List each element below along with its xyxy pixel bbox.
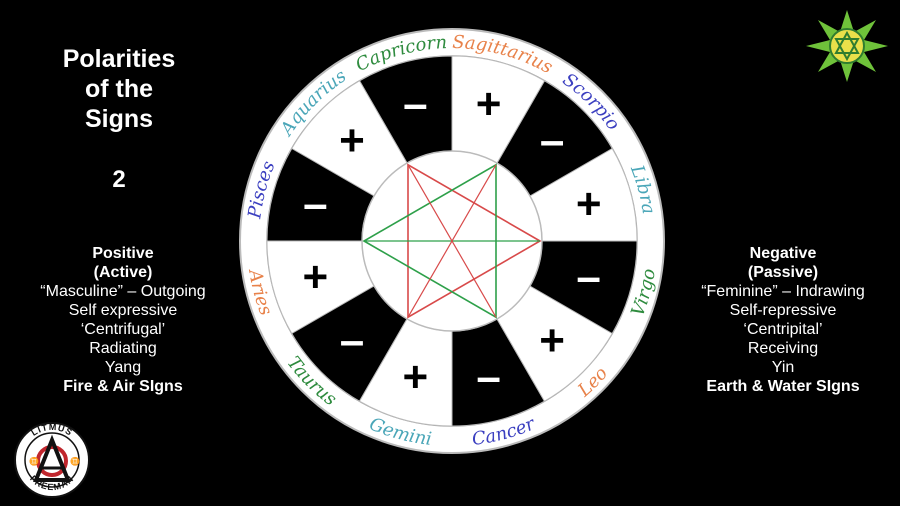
litmus-freeman-logo: LITMUS FREEMAN ♊ ♊ xyxy=(14,422,90,498)
positive-subheading: (Active) xyxy=(93,264,153,281)
star-emblem-icon xyxy=(806,10,888,82)
polarity-symbol-aquarius: + xyxy=(339,116,365,165)
negative-line: Yin xyxy=(771,359,795,376)
polarity-symbol-scorpio: – xyxy=(540,116,564,165)
polarity-symbol-pisces: – xyxy=(303,179,327,228)
negative-line: “Feminine” – Indrawing xyxy=(701,283,865,300)
negative-line: Receiving xyxy=(747,340,819,357)
polarity-symbol-virgo: – xyxy=(576,253,600,302)
positive-heading: Positive xyxy=(92,245,154,262)
polarity-symbol-sagittarius: + xyxy=(476,79,502,128)
positive-footer: Fire & Air SIgns xyxy=(63,378,183,395)
positive-line: Radiating xyxy=(89,340,157,357)
svg-text:♊: ♊ xyxy=(29,456,39,466)
positive-line: “Masculine” – Outgoing xyxy=(40,283,206,300)
slide-number: 2 xyxy=(112,166,126,193)
negative-subheading: (Passive) xyxy=(747,264,819,281)
positive-line: ‘Centrifugal’ xyxy=(80,321,166,338)
positive-line: Self expressive xyxy=(68,302,178,319)
svg-text:♊: ♊ xyxy=(70,456,80,466)
polarity-symbol-taurus: – xyxy=(340,316,364,365)
polarity-symbol-aries: + xyxy=(302,253,328,302)
polarity-symbol-gemini: + xyxy=(403,353,429,402)
slide-title: Polarities of the Signs xyxy=(40,44,198,134)
negative-footer: Earth & Water SIgns xyxy=(706,378,860,395)
negative-heading: Negative xyxy=(749,245,817,262)
polarity-symbol-leo: + xyxy=(539,316,565,365)
negative-line: ‘Centripital’ xyxy=(743,321,823,338)
negative-panel: Negative (Passive) “Feminine” – Indrawin… xyxy=(668,244,898,396)
positive-panel: Positive (Active) “Masculine” – Outgoing… xyxy=(8,244,238,396)
polarity-symbol-cancer: – xyxy=(476,353,500,402)
polarity-symbol-libra: + xyxy=(576,179,602,228)
title-line-1: Polarities xyxy=(62,45,176,73)
title-line-2: of the xyxy=(84,75,154,103)
polarity-symbol-capricorn: – xyxy=(403,79,427,128)
title-line-3: Signs xyxy=(84,105,154,133)
negative-line: Self-repressive xyxy=(729,302,837,319)
hexagram-axis-line xyxy=(407,164,497,318)
positive-line: Yang xyxy=(104,359,142,376)
